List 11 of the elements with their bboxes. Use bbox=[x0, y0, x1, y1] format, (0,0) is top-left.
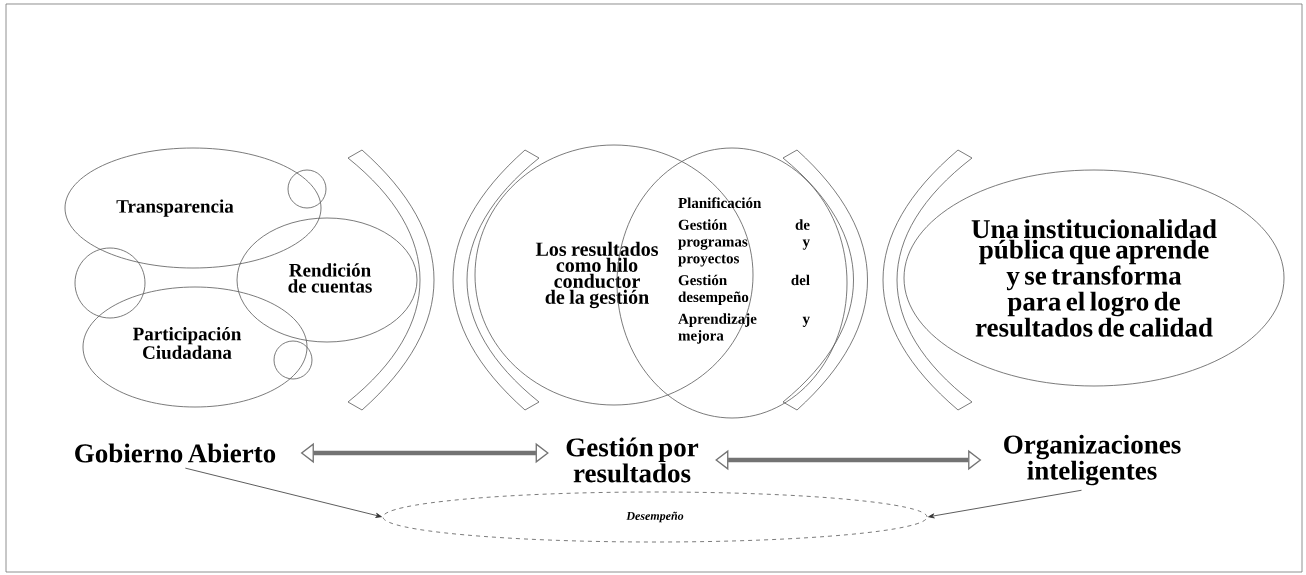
arrow bbox=[184, 467, 382, 518]
list-item: Aprendizaje y mejora bbox=[678, 313, 810, 344]
heading: Gestión por resultados bbox=[566, 437, 699, 483]
circle bbox=[74, 247, 146, 319]
list-item: Planificación bbox=[678, 197, 762, 209]
heading: Organizaciones inteligentes bbox=[1004, 434, 1181, 486]
circle bbox=[273, 340, 313, 380]
circle bbox=[287, 169, 327, 209]
list-item: Gestión del desempeño bbox=[678, 274, 810, 306]
arrow bbox=[928, 489, 1082, 519]
heading: Gobierno Abierto bbox=[75, 443, 276, 463]
